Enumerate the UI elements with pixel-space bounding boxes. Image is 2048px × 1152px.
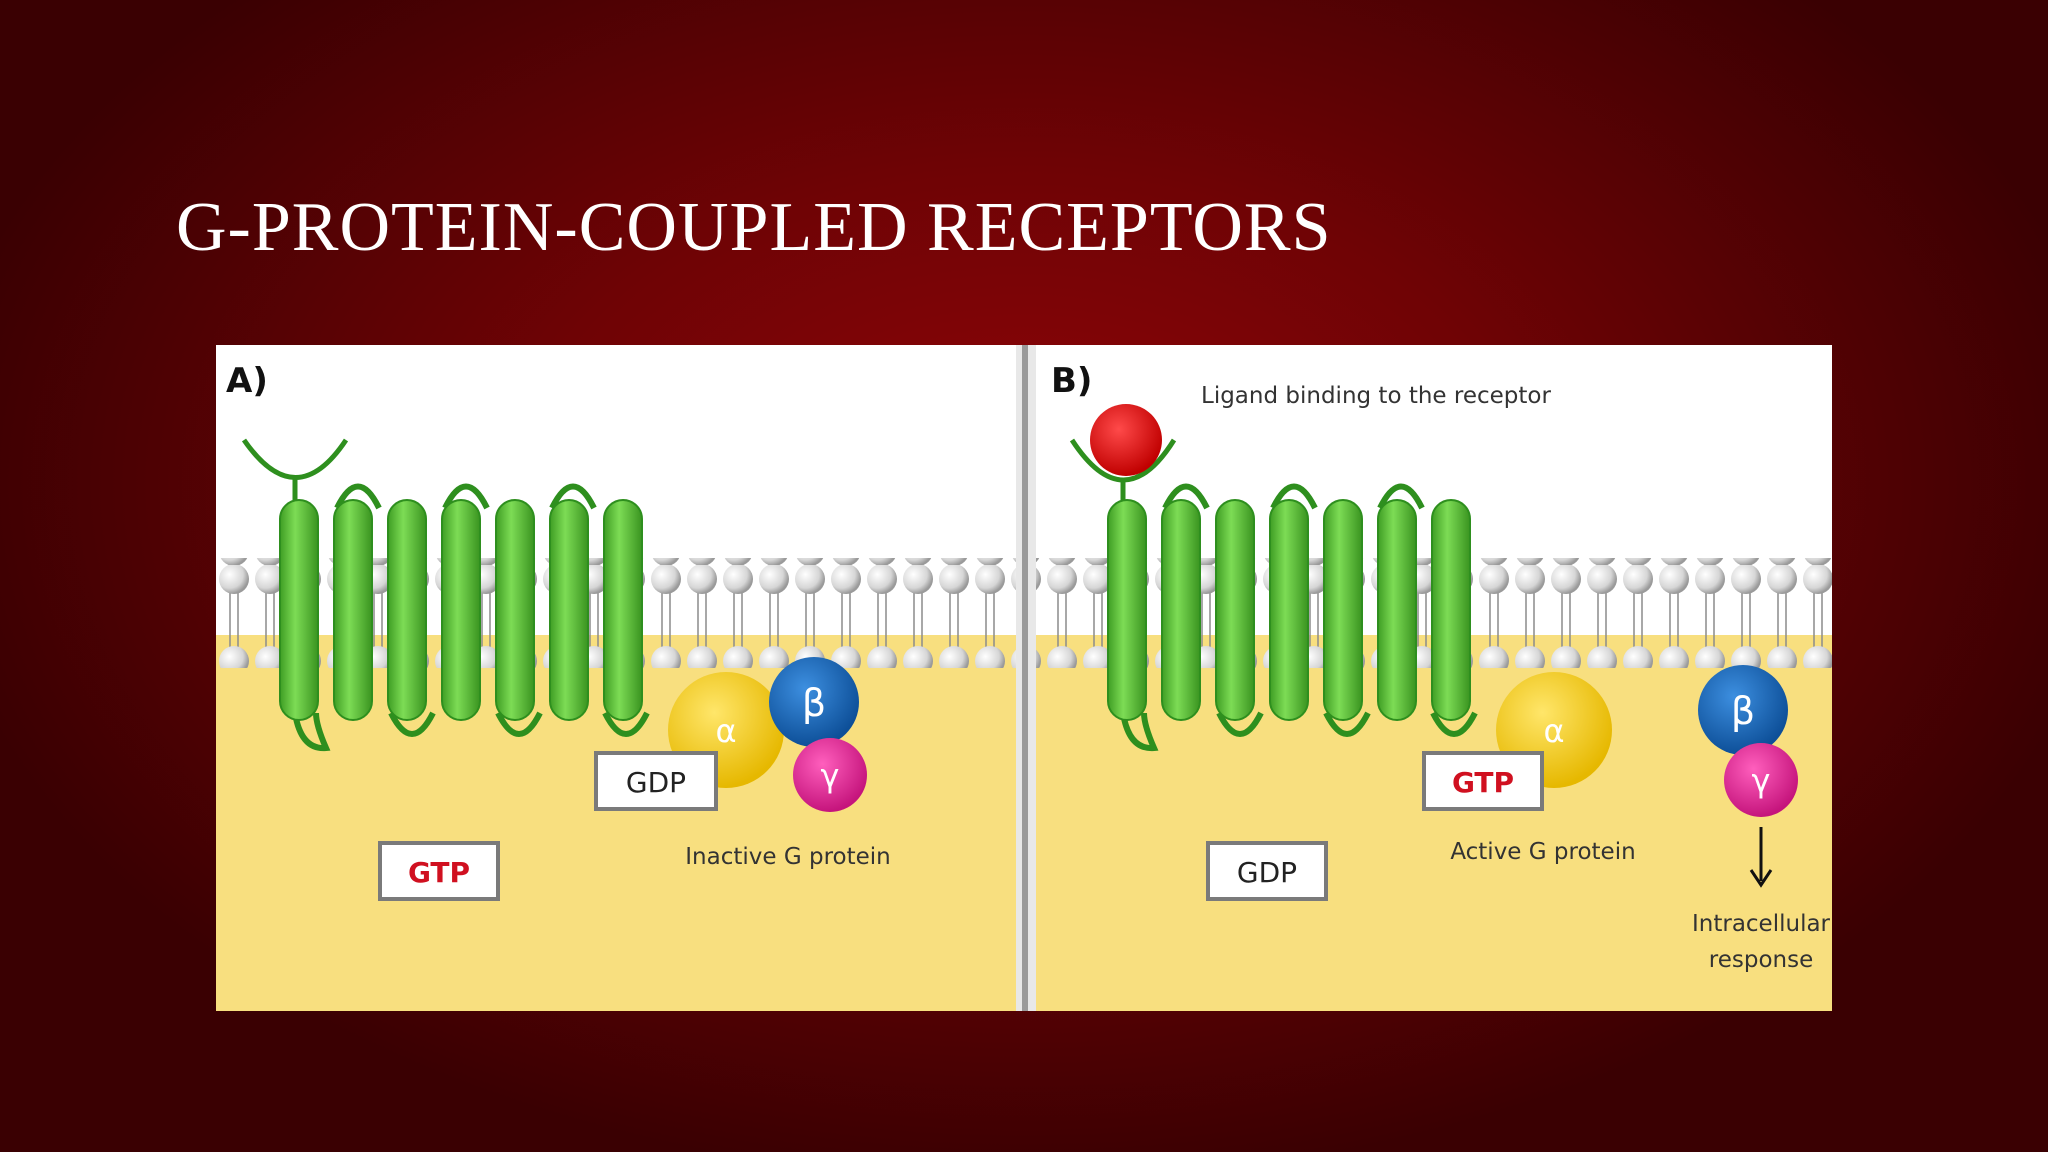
gpcr-figure: A): [216, 345, 1832, 1011]
active-caption: Active G protein: [1450, 839, 1635, 865]
slide-title: G-PROTEIN-COUPLED RECEPTORS: [176, 189, 1332, 266]
gtp-box-a: [378, 841, 500, 901]
panel-a: A): [216, 345, 1016, 1011]
panel-b-label: B): [1051, 361, 1092, 401]
alpha-symbol-a: α: [715, 712, 736, 750]
panel-a-label: A): [226, 361, 268, 401]
gtp-box-b: [1422, 751, 1544, 811]
gtp-label-a: GTP: [408, 856, 470, 889]
alpha-symbol-b: α: [1543, 712, 1564, 750]
gdp-box-b: [1206, 841, 1328, 901]
beta-subunit-a: [769, 657, 859, 747]
gamma-subunit-b: [1724, 743, 1798, 817]
gdp-box-a: [594, 751, 718, 811]
binding-site-b: [1069, 438, 1177, 483]
gdp-label-a: GDP: [626, 766, 686, 799]
response-line1: Intracellular: [1692, 911, 1831, 937]
panel-b: B) Ligand binding to the receptor: [1036, 345, 1832, 1011]
ligand-caption: Ligand binding to the receptor: [1201, 383, 1551, 409]
gamma-subunit-a: [793, 738, 867, 812]
ligand: [1090, 404, 1162, 476]
beta-symbol-b: β: [1731, 689, 1755, 733]
gtp-label-b: GTP: [1452, 766, 1514, 799]
gamma-symbol-a: γ: [821, 757, 840, 795]
receptor-b: [1107, 499, 1471, 721]
receptor-a: [279, 499, 643, 721]
inactive-caption: Inactive G protein: [685, 844, 890, 870]
beta-subunit-b: [1698, 665, 1788, 755]
response-line2: response: [1709, 947, 1813, 973]
beta-symbol-a: β: [802, 681, 826, 725]
gdp-label-b: GDP: [1237, 856, 1297, 889]
down-arrow-icon: [1749, 827, 1773, 888]
gamma-symbol-b: γ: [1752, 762, 1771, 800]
